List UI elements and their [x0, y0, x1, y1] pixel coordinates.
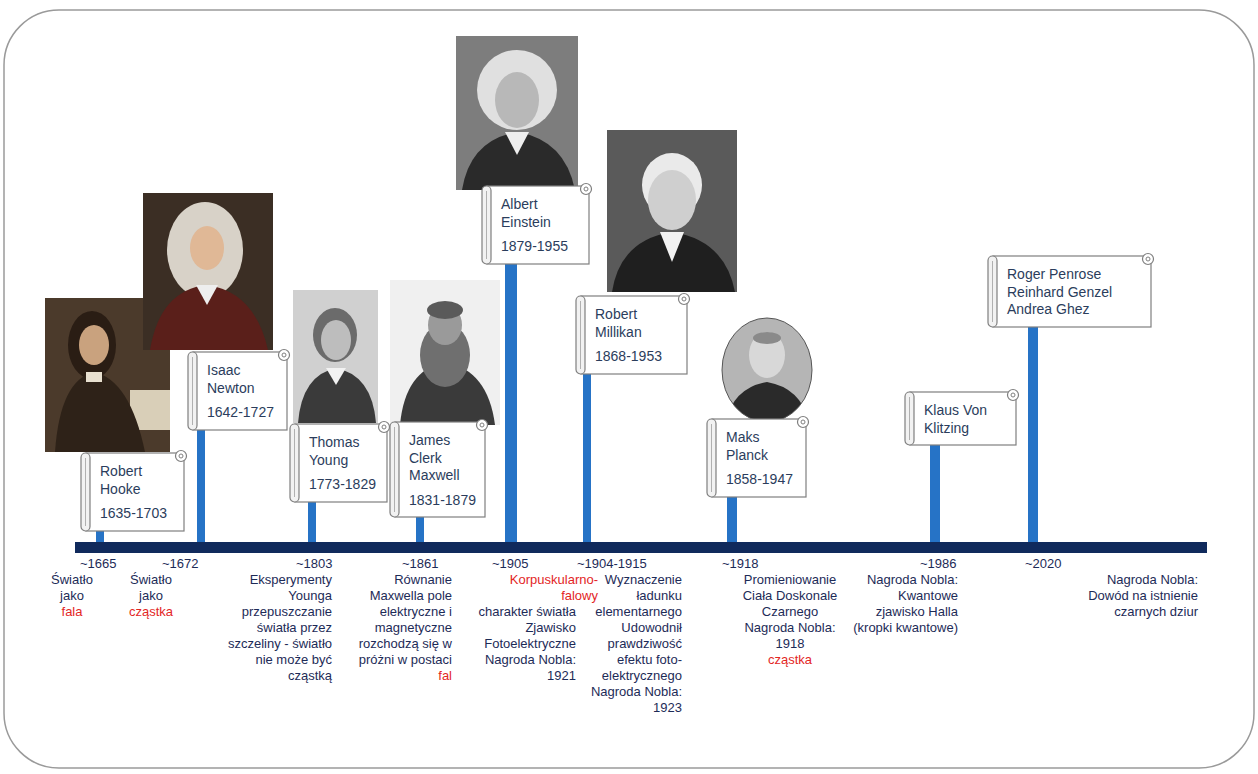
scroll-card: Isaac Newton 1642-1727	[187, 348, 291, 432]
label-group: Korpuskularno-falowy	[498, 572, 598, 604]
year-label: ~1665	[80, 556, 117, 571]
scientist-name: Robert Hooke	[100, 463, 176, 498]
scientist-name: James Clerk Maxwell	[409, 432, 477, 485]
year-label: ~2020	[1025, 556, 1062, 571]
label-group: Równanie Maxwella pole elektryczne i mag…	[354, 572, 452, 684]
description-label: fal	[438, 668, 452, 684]
label-group: ~1918	[722, 556, 792, 572]
description-label: Światło jako	[51, 572, 93, 603]
portrait-frame	[722, 318, 812, 422]
portrait-maxwell	[390, 280, 500, 425]
label-group: Eksperymenty Younga przepuszczanie świat…	[218, 572, 332, 684]
label-group: Promieniowanie Ciała Doskonale Czarnego …	[741, 572, 839, 668]
description-label: Nagroda Nobla: Dowód na istnienie czarny…	[1088, 572, 1198, 619]
life-years: 1879-1955	[501, 238, 581, 256]
portrait-young	[293, 290, 378, 423]
description-label: charakter światła Zjawisko Fotoelektrycz…	[478, 604, 576, 683]
scientist-name: Maks Planck	[726, 429, 798, 464]
label-group: Wyznaczenie ładunku elementarnego Udowod…	[588, 572, 682, 716]
scroll-card: Robert Millikan 1868-1953	[575, 292, 691, 376]
scientist-name: Robert Millikan	[595, 306, 679, 341]
frame	[4, 10, 1254, 768]
label-group: ~1986	[920, 556, 990, 572]
scientist-name: Isaac Newton	[207, 362, 279, 397]
label-group: ~1905	[492, 556, 562, 572]
description-label: Promieniowanie Ciała Doskonale Czarnego …	[743, 572, 838, 651]
label-group: ~1665	[80, 556, 150, 572]
life-years: 1635-1703	[100, 505, 176, 523]
label-group: ~1803	[296, 556, 366, 572]
scientist-name: Albert Einstein	[501, 196, 581, 231]
year-label: ~1672	[162, 556, 199, 571]
label-group: Nagroda Nobla: Kwantowe zjawisko Halla (…	[848, 572, 958, 636]
portrait-millikan	[607, 130, 737, 292]
scroll-card: Robert Hooke 1635-1703	[80, 449, 188, 533]
label-group: ~2020	[1025, 556, 1095, 572]
scroll-card: Klaus Von Klitzing	[904, 388, 1020, 447]
scroll-card: James Clerk Maxwell 1831-1879	[389, 418, 489, 519]
label-group: ~1672	[162, 556, 232, 572]
life-years: 1642-1727	[207, 404, 279, 422]
scroll-card: Roger PenroseReinhard GenzelAndrea Ghez	[987, 252, 1155, 329]
year-label: ~1904-1915	[577, 556, 647, 571]
description-label: Równanie Maxwella pole elektryczne i mag…	[359, 572, 452, 667]
scientist-name: Klaus Von Klitzing	[924, 402, 1008, 437]
life-years: 1773-1829	[309, 476, 379, 494]
life-years: 1858-1947	[726, 471, 798, 489]
timeline-stems	[96, 250, 1038, 545]
label-group: Światło jakofala	[40, 572, 104, 620]
year-label: ~1905	[492, 556, 529, 571]
description-label: Nagroda Nobla: Kwantowe zjawisko Halla (…	[853, 572, 958, 635]
year-label: ~1918	[722, 556, 759, 571]
year-label: ~1986	[920, 556, 957, 571]
portrait-newton	[143, 193, 273, 350]
scientist-name: Roger Penrose	[1007, 266, 1143, 284]
description-label: Światło jako	[130, 572, 172, 603]
scroll-card: Maks Planck 1858-1947	[706, 415, 810, 499]
scroll-card: Thomas Young 1773-1829	[289, 420, 391, 504]
life-years: 1868-1953	[595, 348, 679, 366]
label-group: charakter światła Zjawisko Fotoelektrycz…	[466, 604, 576, 684]
portrait-einstein	[456, 36, 578, 190]
portrait-planck	[722, 318, 812, 425]
scroll-card: Albert Einstein 1879-1955	[481, 182, 593, 266]
description-label: cząstka	[741, 652, 839, 668]
year-label: ~1803	[296, 556, 333, 571]
label-group: ~1904-1915	[577, 556, 687, 572]
timeline-axis	[75, 542, 1207, 553]
label-group: ~1861	[402, 556, 472, 572]
description-label: Korpuskularno-falowy	[510, 572, 598, 603]
label-group: Nagroda Nobla: Dowód na istnienie czarny…	[1072, 572, 1198, 620]
description-label: Eksperymenty Younga przepuszczanie świat…	[228, 572, 332, 683]
scientist-name: Thomas Young	[309, 434, 379, 469]
label-group: Światło jakocząstka	[118, 572, 184, 620]
life-years: 1831-1879	[409, 492, 477, 510]
description-label: Wyznaczenie ładunku elementarnego Udowod…	[591, 572, 682, 715]
scientist-name: Andrea Ghez	[1007, 301, 1143, 319]
description-label: fala	[40, 604, 104, 620]
year-label: ~1861	[402, 556, 439, 571]
description-label: cząstka	[118, 604, 184, 620]
scientist-name: Reinhard Genzel	[1007, 284, 1143, 302]
